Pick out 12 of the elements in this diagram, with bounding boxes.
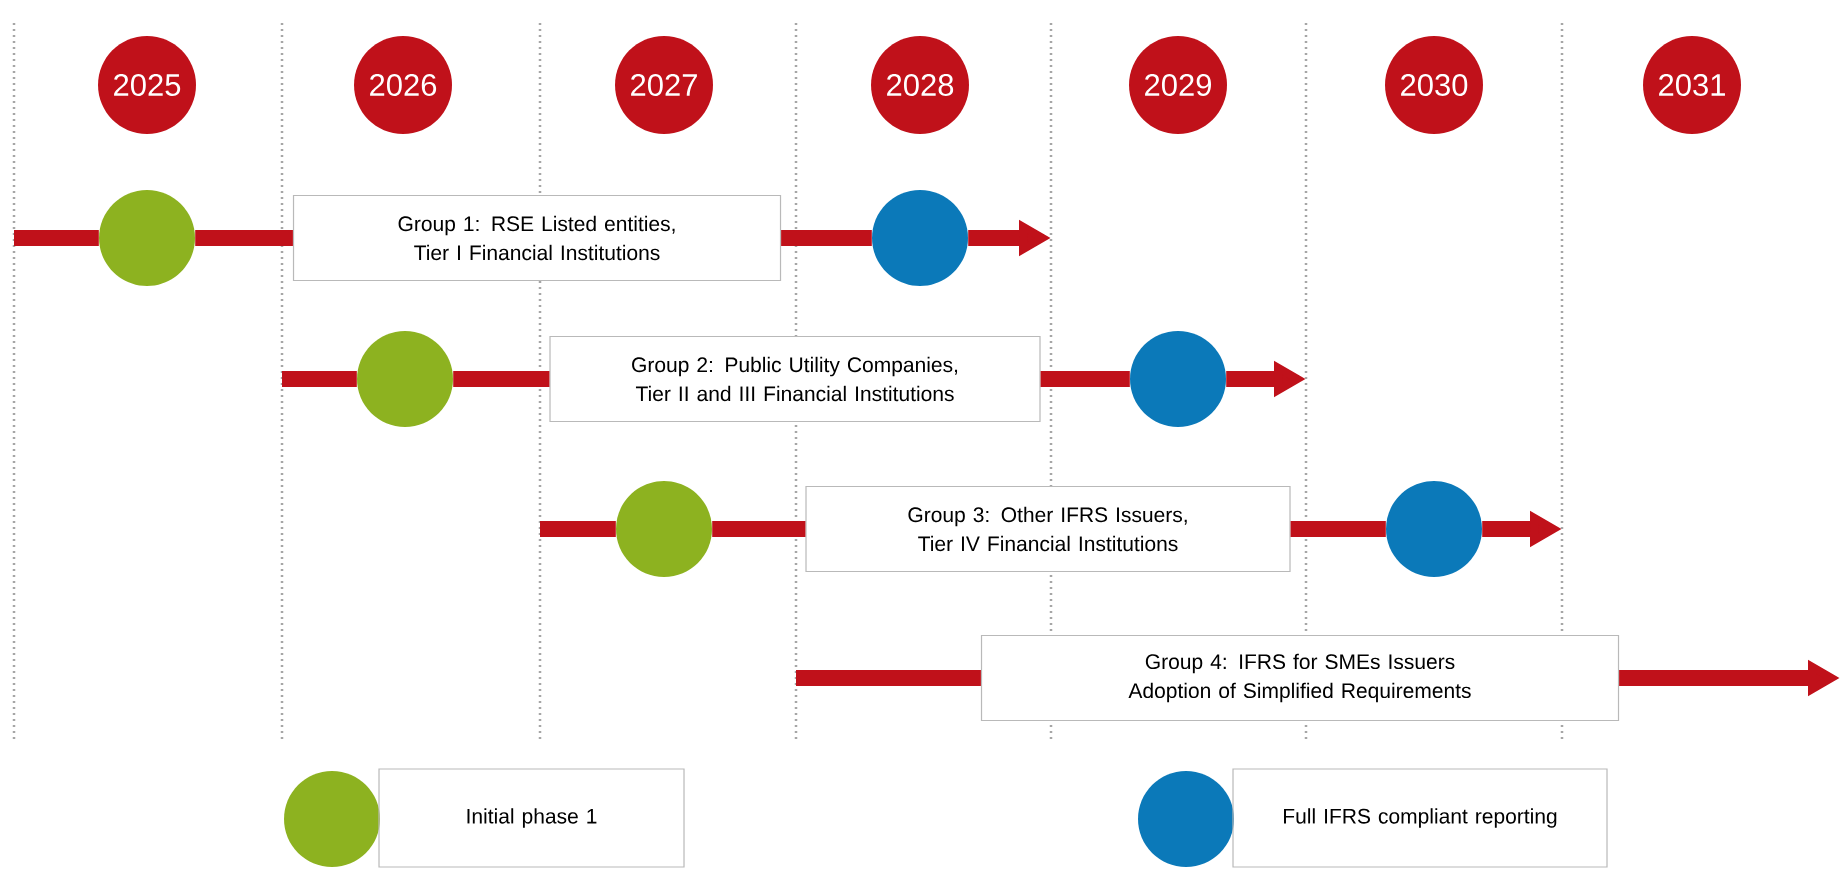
group-box: Group 1: RSE Listed entities, Tier I Financial Institutions: [292, 194, 782, 282]
milestone-dot: [872, 190, 968, 286]
milestone-dot: [99, 190, 195, 286]
group-box: Group 2: Public Utility Companies, Tier II and III Financial Institutions: [549, 335, 1041, 423]
group-box: Group 3: Other IFRS Issuers, Tier IV Financial Institutions: [805, 485, 1291, 573]
legend-box: Initial phase 1: [378, 768, 685, 868]
milestone-dot: [1386, 481, 1482, 577]
legend-box: Full IFRS compliant reporting: [1232, 768, 1608, 868]
milestone-dot: [357, 331, 453, 427]
milestone-dot: [616, 481, 712, 577]
milestone-dot: [1130, 331, 1226, 427]
group-box: Group 4: IFRS for SMEs Issuers Adoption of Simplified Requirements: [980, 634, 1620, 722]
